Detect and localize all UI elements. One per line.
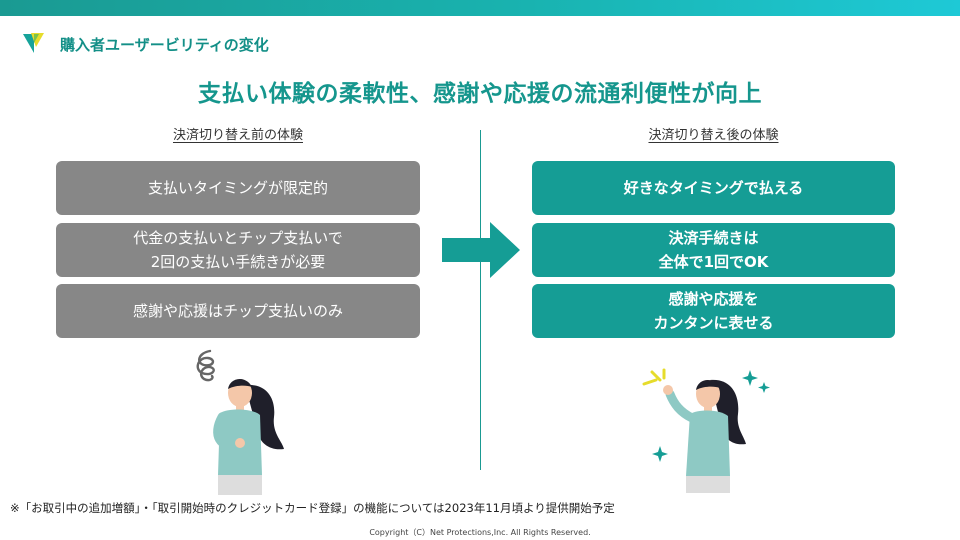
logo-icon	[23, 33, 44, 53]
top-accent-bar	[0, 0, 960, 16]
after-item-any-timing: 好きなタイミングで払える	[532, 161, 895, 215]
after-item-easy-thanks: 感謝や応援を カンタンに表せる	[532, 284, 895, 338]
before-item-timing: 支払いタイミングが限定的	[56, 161, 420, 215]
before-item-tip-only: 感謝や応援はチップ支払いのみ	[56, 284, 420, 338]
after-heading: 決済切り替え後の体験	[648, 128, 779, 143]
column-divider	[480, 130, 481, 470]
copyright: Copyright（C）Net Protections,Inc. All Rig…	[369, 528, 591, 537]
happy-person-illustration	[642, 368, 770, 493]
page-title: 支払い体験の柔軟性、感謝や応援の流通利便性が向上	[198, 81, 762, 107]
worried-person-illustration	[196, 349, 284, 495]
before-item-two-payments: 代金の支払いとチップ支払いで 2回の支払い手続きが必要	[56, 223, 420, 277]
right-arrow-icon	[442, 222, 520, 278]
before-heading: 決済切り替え前の体験	[172, 128, 303, 143]
footnote: ※「お取引中の追加増額」・「取引開始時のクレジットカード登録」の機能については2…	[10, 501, 615, 515]
section-label: 購入者ユーザービリティの変化	[60, 36, 269, 54]
after-item-single-payment: 決済手続きは 全体で1回でOK	[532, 223, 895, 277]
